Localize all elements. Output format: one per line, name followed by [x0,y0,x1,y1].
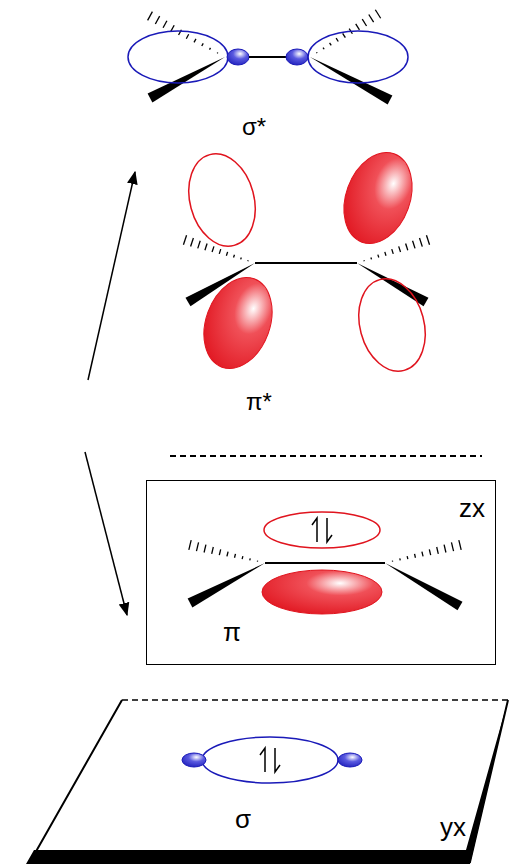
hashed-wedge [189,540,258,562]
hashed-wedge [183,235,248,261]
electron-pair [312,518,332,542]
orbital-label: σ* [242,115,266,139]
sigma-orbital [182,737,362,783]
sigma-plane [26,700,508,864]
sigma-star-orbital [128,31,408,83]
solid-wedge [357,263,428,306]
pi-star-orbital [179,143,435,379]
orbital-label: σ [235,806,251,832]
solid-wedge [148,57,225,102]
excitation-arrow [85,452,127,615]
dashed-line [170,455,482,457]
solid-wedge [385,563,462,610]
electron-pair [260,748,280,772]
pi-orbital [262,512,385,614]
hashed-wedge [392,540,461,562]
excitation-arrow [88,172,135,380]
solid-wedge [188,563,265,607]
orbital-label: π* [246,390,272,414]
orbital-plane: σ yx [28,698,512,864]
orbital-label: π [223,619,241,645]
plane-label: yx [440,814,466,840]
orbital-box: zx π [146,480,496,665]
plane-label: zx [459,495,485,521]
